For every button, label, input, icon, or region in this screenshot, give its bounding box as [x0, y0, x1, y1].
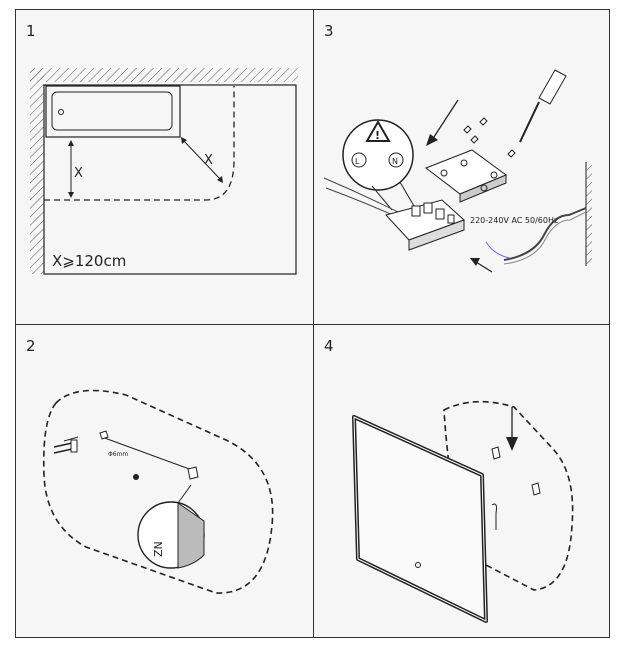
install-arrow — [431, 99, 459, 141]
wiring-diagram: ! L N — [323, 69, 592, 273]
bathtub-basin — [51, 91, 173, 131]
drill-hole-marker — [187, 466, 199, 480]
step-4-panel: 4 — [314, 325, 611, 639]
warning-icon — [365, 120, 391, 142]
center-mark — [133, 474, 139, 480]
wall-hook — [491, 446, 501, 460]
step-number: 3 — [324, 22, 334, 40]
wall-mount-outline — [443, 400, 574, 591]
instruction-sheet: 1 X X X⩾120cm 3 — [15, 9, 610, 638]
screwdriver-icon — [519, 69, 567, 143]
neutral-terminal-label: N — [392, 157, 398, 166]
supply-cable — [323, 177, 405, 216]
cable-arrow — [475, 261, 493, 273]
screws — [463, 117, 516, 158]
led-mirror — [352, 415, 488, 623]
clearance-rule: X⩾120cm — [52, 252, 126, 270]
svg-text:ZN: ZN — [152, 541, 165, 557]
bathtub-drain — [58, 109, 64, 115]
drill-hole-marker — [99, 430, 109, 440]
bathtub — [45, 85, 181, 138]
power-spec-label: 220-240V AC 50/60Hz — [470, 216, 558, 225]
wall-plug-icon — [53, 439, 78, 454]
step-3-panel: 3 ! L N — [314, 10, 611, 324]
clearance-arrow-diagonal — [182, 139, 222, 181]
drill-size-label: Φ6mm — [108, 451, 128, 458]
grid-divider-vertical — [313, 10, 314, 637]
mounting-bracket — [424, 149, 508, 203]
warning-callout — [342, 119, 414, 191]
grid-divider-horizontal — [16, 324, 609, 325]
left-wall-hatch — [30, 68, 44, 274]
neutral-terminal-icon — [388, 152, 404, 168]
live-terminal-label: L — [355, 157, 360, 166]
mirror-mounting-diagram — [352, 400, 574, 623]
safety-zone-boundary — [44, 86, 235, 201]
wall-cable — [503, 207, 587, 261]
svg-text:!: ! — [375, 129, 380, 142]
mirror-outline-on-wall — [42, 389, 274, 594]
room-outline — [43, 84, 297, 275]
top-wall-hatch — [30, 68, 298, 82]
drilling-template-diagram: Φ6mm ZN — [42, 389, 274, 594]
distance-label-x: X — [204, 153, 213, 168]
terminal-block — [385, 199, 465, 251]
touch-switch-icon — [415, 562, 421, 568]
step-number: 4 — [324, 337, 334, 355]
step-1-panel: 1 X X X⩾120cm — [16, 10, 313, 324]
mirror-cable — [491, 503, 497, 530]
step-number: 2 — [26, 337, 36, 355]
step-number: 1 — [26, 22, 36, 40]
hole-spacing-line — [101, 436, 193, 471]
distance-label-x: X — [74, 166, 83, 181]
wall-hook — [531, 482, 541, 496]
step-2-panel: 2 Φ6mm ZN — [16, 325, 313, 639]
live-terminal-icon — [351, 152, 367, 168]
bathroom-zone-diagram: X X X⩾120cm — [30, 68, 298, 275]
